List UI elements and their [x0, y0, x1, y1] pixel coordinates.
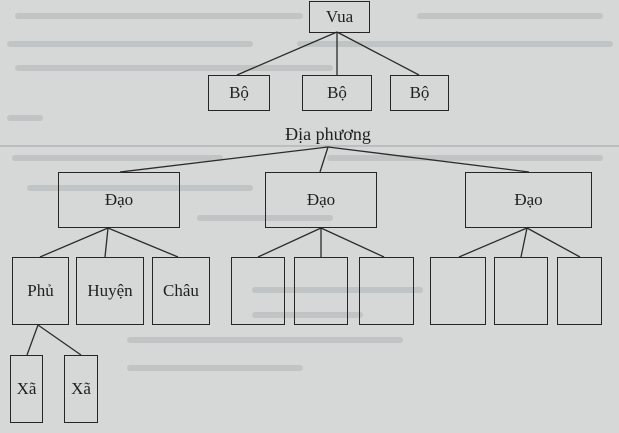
node-subdivision — [557, 257, 602, 325]
node-ministry: Bộ — [390, 75, 449, 111]
connector-line — [336, 31, 420, 76]
node-province: Đạo — [58, 172, 180, 228]
connector-line — [319, 146, 329, 173]
node-province: Đạo — [465, 172, 592, 228]
node-commune-label: Xã — [16, 379, 37, 398]
node-prefecture: Phủ — [12, 257, 69, 325]
node-king-label: Vua — [325, 7, 354, 26]
node-province-label: Đạo — [514, 190, 543, 209]
node-chau: Châu — [152, 257, 210, 325]
connector-line — [320, 227, 385, 258]
connector-line — [119, 146, 329, 173]
node-commune: Xã — [10, 355, 43, 423]
node-province: Đạo — [265, 172, 377, 228]
node-commune: Xã — [64, 355, 98, 423]
local-level-label: Địa phương — [285, 124, 371, 144]
connector-line — [39, 227, 109, 258]
connector-line — [257, 227, 322, 258]
connector-line — [37, 324, 82, 356]
connector-line — [526, 227, 581, 258]
node-subdivision — [294, 257, 348, 325]
node-ministry: Bộ — [302, 75, 372, 111]
node-ministry-label: Bộ — [327, 83, 347, 102]
node-province-label: Đạo — [104, 190, 134, 209]
node-king: Vua — [309, 1, 370, 33]
connector-line — [26, 324, 39, 356]
connector-line — [104, 227, 109, 258]
node-commune-label: Xã — [71, 379, 91, 398]
node-subdivision — [231, 257, 285, 325]
connector-line — [107, 227, 179, 258]
node-subdivision — [430, 257, 486, 325]
node-district-label: Huyện — [87, 281, 133, 300]
connector-line — [520, 227, 528, 258]
connector-line — [236, 31, 338, 76]
node-prefecture-label: Phủ — [27, 281, 54, 300]
node-chau-label: Châu — [163, 281, 199, 300]
node-ministry-label: Bộ — [229, 83, 249, 102]
connector-line — [327, 146, 530, 173]
node-ministry: Bộ — [208, 75, 270, 111]
node-province-label: Đạo — [306, 190, 336, 209]
node-district: Huyện — [76, 257, 144, 325]
node-subdivision — [359, 257, 414, 325]
node-subdivision — [494, 257, 548, 325]
node-ministry-label: Bộ — [409, 83, 430, 102]
connector-line — [458, 227, 528, 258]
